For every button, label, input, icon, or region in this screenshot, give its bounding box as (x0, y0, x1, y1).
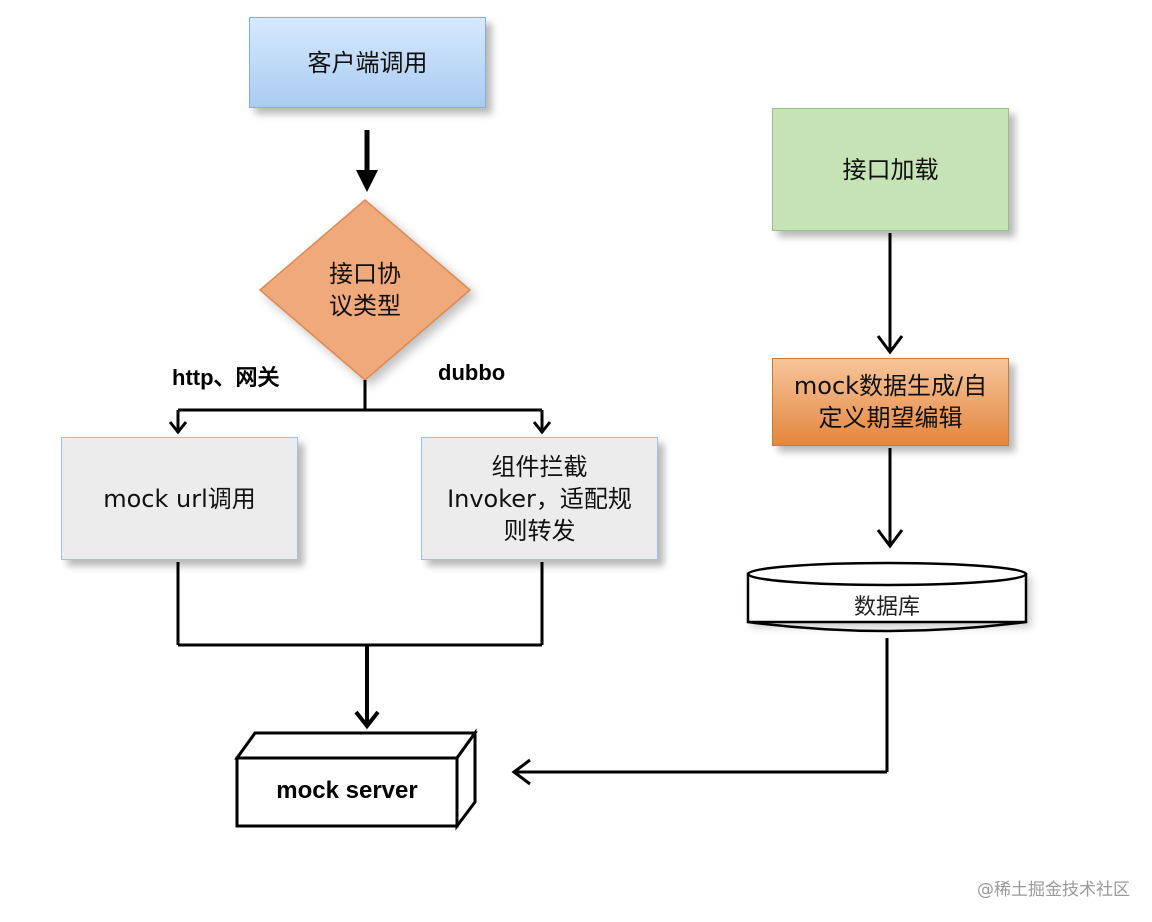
mock-data-gen-label: mock数据生成/自 定义期望编辑 (793, 372, 988, 432)
arrow-mockgen-to-db (876, 448, 904, 549)
protocol-type-label: 接口协 议类型 (329, 260, 401, 320)
component-intercept-label: 组件拦截 Invoker，适配规 则转发 (447, 452, 632, 545)
edge-label-http-gateway: http、网关 (172, 365, 280, 390)
merge-connector (176, 562, 544, 730)
watermark: @稀土掘金技术社区 (977, 880, 1130, 900)
arrow-db-to-server (511, 638, 889, 786)
mock-data-gen-node: mock数据生成/自 定义期望编辑 (772, 358, 1009, 446)
arrow-client-to-protocol (356, 130, 378, 192)
edge-label-dubbo: dubbo (438, 360, 506, 385)
component-intercept-node: 组件拦截 Invoker，适配规 则转发 (421, 437, 658, 560)
client-call-node: 客户端调用 (249, 17, 486, 108)
interface-load-label: 接口加载 (842, 155, 939, 184)
client-call-label: 客户端调用 (307, 48, 428, 77)
arrow-load-to-mockgen (876, 233, 904, 355)
interface-load-node: 接口加载 (772, 108, 1009, 231)
database-cylinder (746, 561, 1028, 633)
mock-url-call-node: mock url调用 (61, 437, 298, 560)
mock-url-call-label: mock url调用 (103, 484, 256, 513)
database-label: 数据库 (853, 595, 920, 620)
mock-server-box (234, 728, 478, 831)
branch-connector (168, 380, 552, 435)
mock-server-label: mock server (276, 777, 418, 804)
